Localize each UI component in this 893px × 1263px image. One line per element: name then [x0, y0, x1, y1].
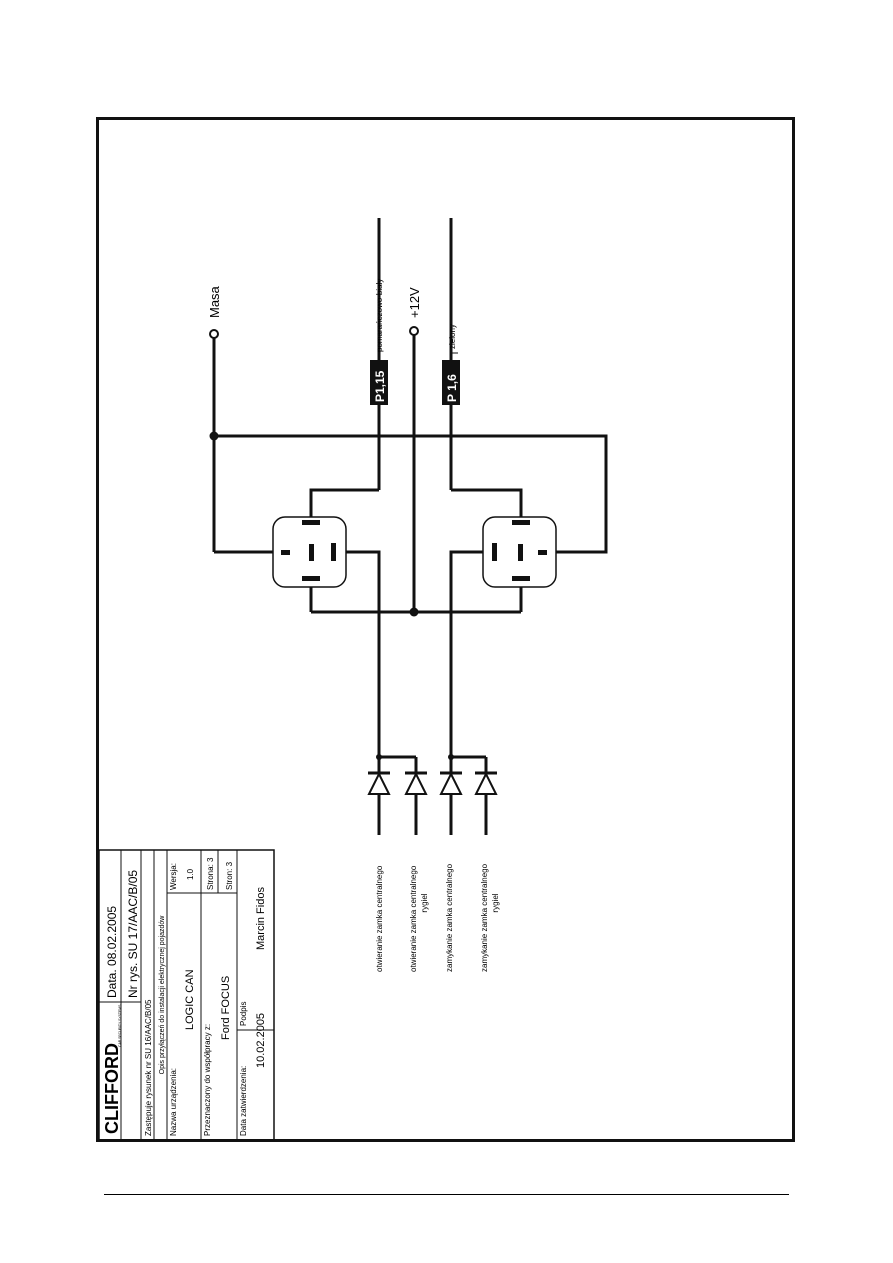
device-name: LOGIC CAN — [184, 969, 196, 1030]
date-text: Data. 08.02.2005 — [105, 906, 119, 998]
approval-label: Data zatwierdzenia: — [239, 1066, 248, 1136]
input-label-2: otwieranie zamka centralnego — [409, 865, 418, 972]
terminals — [209, 326, 419, 339]
connector-p115: P1,15 — [370, 360, 388, 405]
connector-p115-label: P1,15 — [373, 370, 387, 402]
drawing-frame — [96, 117, 795, 1142]
intended-for: Ford FOCUS — [220, 976, 232, 1040]
logo-text: CLIFFORD — [102, 1043, 122, 1134]
version-label: Wersja: — [169, 863, 178, 890]
wire-p16-to-relay2 — [451, 488, 523, 524]
diode-1 — [367, 771, 391, 795]
replaces-text: Zastępuje rysunek nr SU 16/AAC/B/05 — [144, 999, 153, 1136]
device-name-label: Nazwa urządzenia: — [169, 1068, 178, 1136]
ground-to-relay2 — [214, 434, 608, 554]
drawing-number: Nr rys. SU 17/AAC/B/05 — [126, 870, 140, 998]
input-label-1: otwieranie zamka centralnego — [375, 865, 384, 972]
relay1-pin-left — [281, 550, 290, 555]
input-label-4-sub: rygiel — [491, 893, 500, 912]
diodes — [367, 771, 498, 795]
input-label-2-sub: rygiel — [420, 893, 429, 912]
signature-label: Podpis — [239, 1002, 248, 1026]
diode-2 — [404, 771, 428, 795]
title-block: CLIFFORD CAR SECURITY SYSTEMS Data. 08.0… — [98, 849, 275, 1141]
power-terminal — [409, 326, 419, 336]
relay2-to-inputs — [449, 550, 495, 757]
logo-subtext: CAR SECURITY SYSTEMS — [118, 1004, 122, 1047]
ground-terminal — [209, 329, 219, 339]
input-labels: otwieranie zamka centralnego otwieranie … — [375, 863, 500, 972]
relay1-pin-top — [302, 520, 320, 525]
signature-text: Marcin Fidos — [255, 887, 267, 950]
version-value: 1.0 — [186, 868, 195, 880]
intended-label: Przeznaczony do współpracy z: — [203, 1024, 212, 1136]
relay2-pin-left — [492, 543, 497, 561]
wire-label-green: zielony — [448, 324, 457, 349]
clifford-logo: CLIFFORD CAR SECURITY SYSTEMS — [102, 1004, 122, 1134]
relay2-pin-center — [518, 544, 523, 561]
input-label-3: zamykanie zamka centralnego — [445, 863, 454, 972]
relay1-pin-center — [309, 544, 314, 561]
relay1-pin-right — [331, 543, 336, 561]
relay1-pin-bottom — [302, 576, 320, 581]
power-label: +12V — [407, 287, 422, 318]
relay-2 — [482, 516, 557, 588]
connector-p16: P 1,6 — [442, 360, 460, 405]
wire-p115-to-relay1 — [309, 488, 379, 524]
diode-3 — [439, 771, 463, 795]
approval-date: 10.02.2005 — [255, 1013, 267, 1068]
relay2-pin-top — [512, 520, 530, 525]
wire-label-orange-white: pomarańczowo-biały — [375, 279, 384, 352]
relay2-pin-right — [538, 550, 547, 555]
ground-label: Masa — [207, 285, 222, 318]
relay2-pin-bottom — [512, 576, 530, 581]
pages-label: Stron: 3 — [225, 861, 234, 890]
page-label: Strona: 3 — [206, 857, 215, 890]
diode-4 — [474, 771, 498, 795]
description-text: Opis przyłączeń do instalacji elektryczn… — [159, 915, 166, 1075]
input-label-4: zamykanie zamka centralnego — [480, 863, 489, 972]
page-footer-rule — [104, 1194, 789, 1195]
junctions — [209, 431, 454, 760]
connector-p16-label: P 1,6 — [445, 374, 459, 402]
relay1-to-inputs — [339, 550, 381, 757]
relay-1 — [272, 516, 347, 588]
